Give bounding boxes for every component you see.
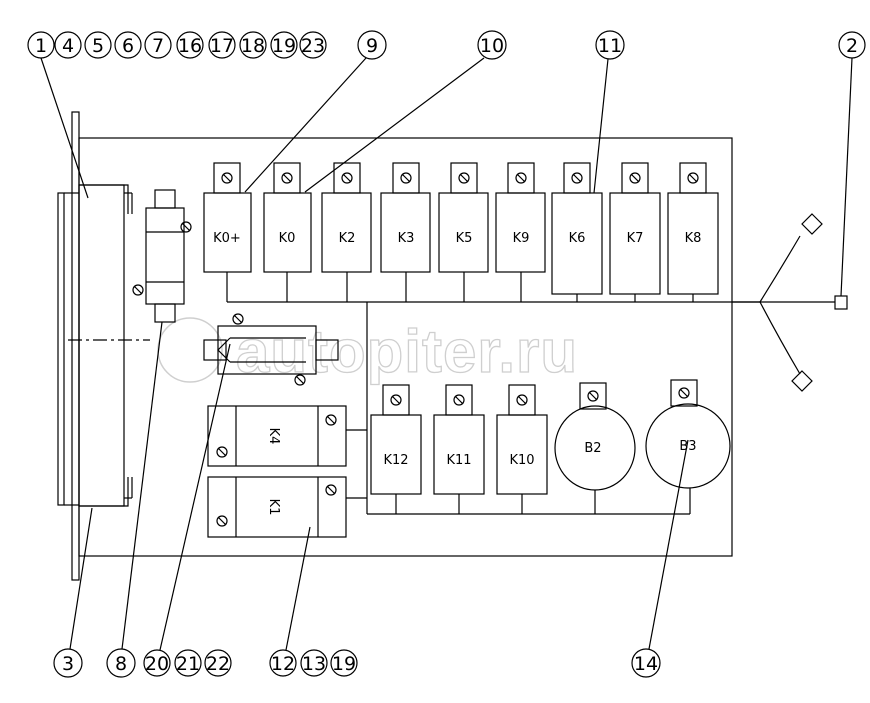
bottom-relay-row: K12 K11 K10 (370, 384, 548, 514)
callout-number: 10 (480, 35, 504, 57)
relay-label: K2 (339, 231, 356, 246)
callout-number: 3 (62, 653, 74, 675)
front-flange (71, 111, 80, 581)
callout-number: 6 (122, 35, 134, 57)
callout-number: 18 (241, 35, 265, 57)
callout-number: 19 (272, 35, 296, 57)
buzzer-label: B2 (584, 441, 601, 456)
relay-label: K0 (279, 231, 296, 246)
callout-number: 21 (176, 653, 200, 675)
relay-label: K5 (456, 231, 473, 246)
relay-k12: K12 (370, 384, 422, 514)
callout-number: 11 (598, 35, 622, 57)
relay-k6: K6 (551, 162, 603, 295)
callout-number: 17 (210, 35, 234, 57)
front-cover (57, 184, 150, 507)
buzzer-b2: B2 (554, 382, 636, 514)
external-harness (732, 213, 848, 392)
callout-number: 14 (634, 653, 658, 675)
relay-k9: K9 (495, 162, 546, 273)
callout-number: 8 (115, 653, 127, 675)
relay-label: K7 (627, 231, 644, 246)
relay-k11: K11 (433, 384, 485, 514)
relay-k0: K0 (263, 162, 312, 273)
top-relay-row: K0+ K0 K2 K3 K5 (203, 162, 719, 295)
watermark: autopiter.ru (157, 317, 578, 386)
callout-number: 5 (92, 35, 104, 57)
callout-3: 3 (53, 507, 93, 678)
callout-9: 9 (244, 30, 387, 193)
callout-number: 12 (271, 653, 295, 675)
relay-label: K0+ (213, 231, 241, 246)
callout-number: 23 (301, 35, 325, 57)
buzzer-b3: B3 (645, 379, 731, 514)
callout-8: 8 (106, 321, 163, 678)
relay-label: K1 (266, 499, 281, 516)
callout-number: 2 (846, 35, 858, 57)
callout-number: 16 (178, 35, 202, 57)
terminal-connector (203, 313, 339, 386)
callout-number: 22 (206, 653, 230, 675)
relay-k2: K2 (321, 162, 372, 273)
relay-label: K10 (509, 453, 534, 468)
wiring-bus (226, 272, 760, 515)
relay-label: K9 (513, 231, 530, 246)
relay-k4: K4 (207, 405, 347, 467)
relay-k3: K3 (380, 162, 431, 273)
callout-number: 20 (145, 653, 169, 675)
relay-label: K3 (398, 231, 415, 246)
relay-k10: K10 (496, 384, 548, 514)
callout-2: 2 (838, 31, 866, 297)
relay-k5: K5 (438, 162, 489, 273)
callout-11: 11 (593, 30, 625, 194)
relay-k8: K8 (667, 162, 719, 295)
relay-label: K11 (446, 453, 471, 468)
callout-number: 19 (332, 653, 356, 675)
callout-group-20-22: 20 21 22 (143, 343, 232, 677)
relay-label: K4 (266, 428, 281, 445)
callout-number: 1 (35, 35, 47, 57)
buzzer-label: B3 (679, 439, 696, 454)
callout-number: 4 (62, 35, 74, 57)
callout-number: 9 (366, 35, 378, 57)
relay-k0plus: K0+ (203, 162, 252, 273)
relay-label: K8 (685, 231, 702, 246)
relay-label: K6 (569, 231, 586, 246)
relay-k7: K7 (609, 162, 661, 295)
callout-top-group: 1 4 5 6 7 16 17 18 19 23 (27, 31, 327, 199)
callout-group-12-19: 12 13 19 (269, 526, 358, 677)
callout-number: 13 (302, 653, 326, 675)
callout-10: 10 (304, 30, 507, 193)
callout-number: 7 (152, 35, 164, 57)
relay-k1: K1 (207, 476, 347, 538)
callout-14: 14 (631, 439, 689, 678)
watermark-text: autopiter.ru (236, 318, 578, 385)
fuse-holder (132, 189, 192, 323)
relay-label: K12 (383, 453, 408, 468)
